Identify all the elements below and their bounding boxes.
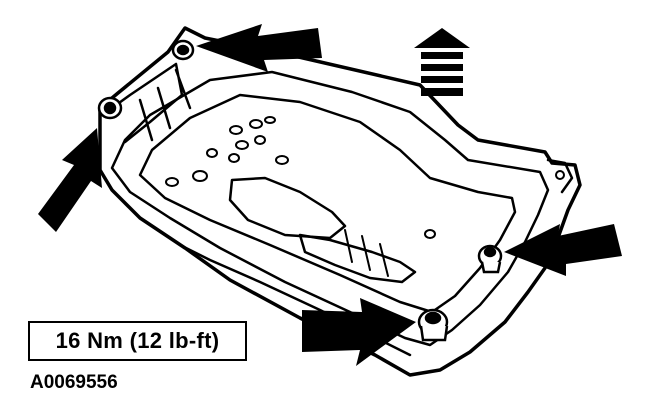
plate-left-wall: [110, 62, 192, 144]
plate-inner-rim: [110, 70, 550, 347]
hole: [229, 125, 243, 135]
solid-arrow-icon: [38, 128, 102, 232]
solid-arrow-icon: [196, 24, 322, 72]
hole: [228, 153, 240, 163]
hole: [192, 170, 208, 182]
hole: [235, 140, 249, 150]
hole: [264, 116, 276, 124]
hole: [555, 170, 565, 180]
hole: [424, 229, 436, 239]
bolt-left: [97, 96, 123, 120]
bolt-rear-left: [171, 39, 195, 61]
plate-right-tab: [546, 158, 574, 194]
fastener-arrows: [38, 24, 622, 366]
hollow-up-arrow-icon: [414, 28, 470, 96]
hole: [249, 119, 263, 129]
hole: [165, 177, 179, 187]
plate-holes: [165, 116, 565, 239]
bolt-front: [417, 308, 449, 342]
bolt-right: [477, 244, 503, 274]
hole: [275, 155, 289, 165]
plate-channel-detail: [344, 229, 389, 277]
hole: [254, 135, 266, 145]
figure-id: A0069556: [30, 372, 118, 393]
bolts: [97, 39, 503, 342]
torque-spec-label: 16 Nm (12 lb-ft): [28, 321, 247, 361]
plate-lower-channel: [298, 233, 417, 284]
solid-arrow-icon: [504, 224, 622, 276]
plate-center-rib: [228, 176, 347, 240]
solid-arrow-icon: [302, 298, 416, 366]
plate-pan-floor: [138, 93, 517, 314]
hole: [206, 148, 218, 158]
